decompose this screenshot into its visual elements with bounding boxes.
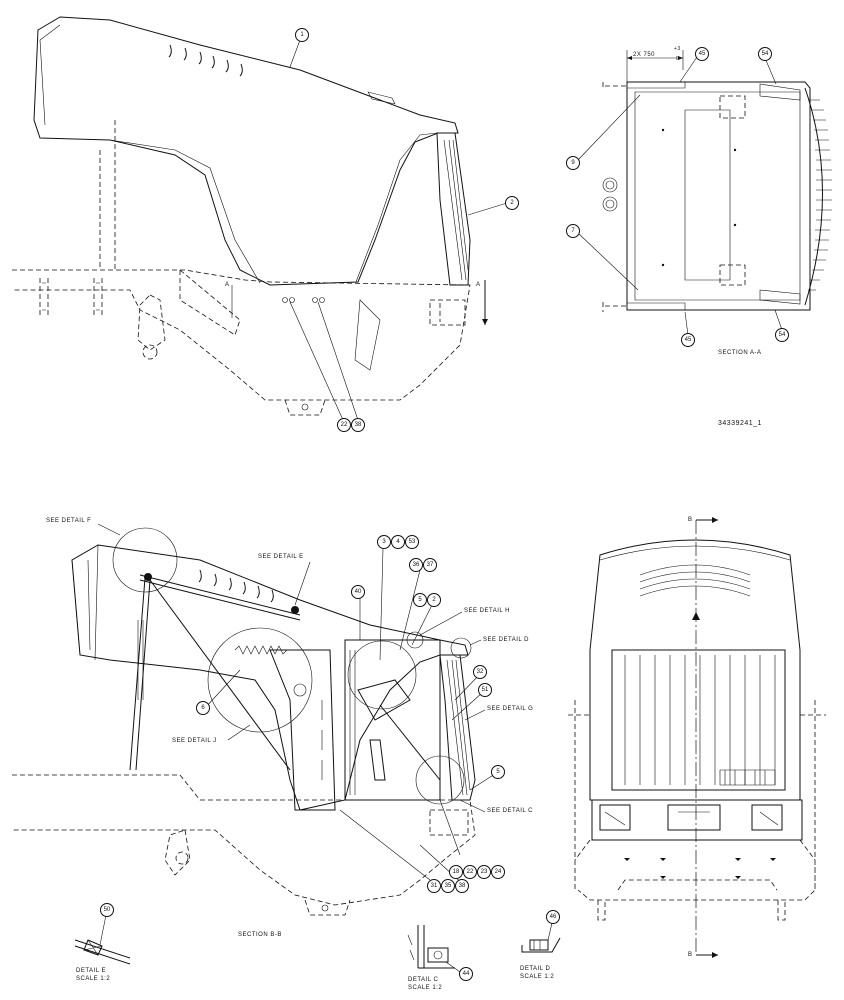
section-aa-title: SECTION A-A — [718, 350, 762, 356]
section-marker-a-left: A — [225, 282, 230, 288]
svg-text:51: 51 — [482, 687, 489, 693]
balloon-6: 6 — [196, 701, 210, 715]
detail-e: 50 DETAIL E SCALE 1:2 — [74, 903, 131, 982]
svg-text:6: 6 — [201, 705, 205, 711]
balloon-37: 37 — [423, 558, 437, 572]
tolerance-upper: +3 — [674, 46, 681, 52]
callout-see-detail-j: SEE DETAIL J — [172, 738, 217, 744]
hood-vents — [168, 44, 243, 77]
svg-text:3: 3 — [382, 539, 386, 545]
detail-c-scale: SCALE 1:2 — [408, 985, 442, 991]
callout-see-detail-h: SEE DETAIL H — [464, 608, 510, 614]
detail-c: 44 DETAIL C SCALE 1:2 — [407, 925, 473, 991]
svg-text:38: 38 — [355, 422, 362, 428]
svg-text:54: 54 — [779, 332, 786, 338]
balloon-4: 4 — [391, 535, 405, 549]
balloon-22: 22 — [337, 418, 351, 432]
section-aa-view: 2X 750 +3 0 45 54 9 7 45 54 SECTION A-A — [566, 46, 832, 356]
balloon-3: 3 — [377, 535, 391, 549]
svg-text:2: 2 — [432, 597, 436, 603]
svg-text:45: 45 — [685, 337, 692, 343]
svg-text:45: 45 — [699, 51, 706, 57]
balloon-1: 1 — [295, 28, 309, 42]
balloon-7: 7 — [566, 224, 580, 238]
balloon-45-bottom: 45 — [681, 333, 695, 347]
balloon-31: 31 — [427, 879, 441, 893]
grille-serrated-edge — [804, 87, 832, 306]
detail-e-scale: SCALE 1:2 — [76, 976, 110, 982]
svg-text:5: 5 — [496, 769, 500, 775]
svg-text:9: 9 — [571, 160, 575, 166]
svg-text:18: 18 — [453, 869, 460, 875]
front-view: B B — [568, 517, 826, 958]
svg-text:22: 22 — [341, 422, 348, 428]
section-marker-b-bottom: B — [688, 952, 693, 958]
balloon-9: 9 — [566, 156, 580, 170]
dimension-2x-750: 2X 750 — [633, 52, 655, 58]
balloon-46: 46 — [546, 910, 560, 924]
balloon-2: 2 — [505, 196, 519, 210]
detail-d: 46 DETAIL D SCALE 1:2 — [520, 910, 561, 980]
balloon-51: 51 — [478, 683, 492, 697]
balloon-54-bottom: 54 — [775, 328, 789, 342]
svg-text:38: 38 — [459, 883, 466, 889]
svg-text:5: 5 — [418, 597, 422, 603]
detail-d-name: DETAIL D — [520, 966, 551, 972]
svg-text:35: 35 — [445, 883, 452, 889]
balloon-54-top: 54 — [758, 47, 772, 61]
svg-text:4: 4 — [396, 539, 400, 545]
section-marker-b-top: B — [688, 517, 693, 523]
balloon-24: 24 — [491, 865, 505, 879]
balloon-5-lower: 5 — [491, 765, 505, 779]
balloon-22-lower: 22 — [463, 865, 477, 879]
balloon-50: 50 — [100, 903, 114, 917]
balloon-38-lower: 38 — [455, 879, 469, 893]
svg-text:2: 2 — [510, 200, 514, 206]
callout-see-detail-c: SEE DETAIL C — [487, 808, 533, 814]
tolerance-lower: 0 — [676, 56, 679, 62]
svg-text:7: 7 — [571, 228, 575, 234]
balloon-35: 35 — [441, 879, 455, 893]
balloon-38: 38 — [351, 418, 365, 432]
balloon-5-upper: 5 — [413, 593, 427, 607]
detail-e-name: DETAIL E — [76, 968, 106, 974]
callout-see-detail-d: SEE DETAIL D — [483, 637, 529, 643]
balloon-53: 53 — [405, 535, 419, 549]
svg-text:53: 53 — [409, 539, 416, 545]
svg-text:50: 50 — [104, 907, 111, 913]
svg-text:23: 23 — [481, 869, 488, 875]
svg-text:31: 31 — [431, 883, 438, 889]
balloon-32: 32 — [473, 665, 487, 679]
balloon-40: 40 — [351, 585, 365, 599]
balloon-2-upper: 2 — [427, 593, 441, 607]
svg-text:32: 32 — [477, 669, 484, 675]
callout-see-detail-g: SEE DETAIL G — [487, 706, 533, 712]
svg-text:24: 24 — [495, 869, 502, 875]
section-marker-a: A — [476, 282, 481, 288]
svg-text:22: 22 — [467, 869, 474, 875]
balloon-44: 44 — [459, 967, 473, 981]
section-bb-view: SEE DETAIL F SEE DETAIL E SEE DETAIL H S… — [12, 518, 533, 938]
svg-text:44: 44 — [463, 971, 470, 977]
balloon-45-top: 45 — [695, 47, 709, 61]
balloon-23: 23 — [477, 865, 491, 879]
hood-side-view: A A 1 2 22 38 — [12, 16, 519, 432]
detail-d-scale: SCALE 1:2 — [520, 974, 554, 980]
balloon-18: 18 — [449, 865, 463, 879]
svg-text:46: 46 — [550, 914, 557, 920]
svg-text:36: 36 — [413, 562, 420, 568]
svg-text:54: 54 — [762, 51, 769, 57]
svg-text:40: 40 — [355, 589, 362, 595]
detail-c-name: DETAIL C — [408, 977, 439, 983]
callout-see-detail-e: SEE DETAIL E — [258, 554, 304, 560]
drawing-id-number: 34339241_1 — [718, 420, 762, 427]
svg-text:37: 37 — [427, 562, 434, 568]
balloon-36: 36 — [409, 558, 423, 572]
callout-see-detail-f: SEE DETAIL F — [46, 518, 91, 524]
section-bb-title: SECTION B-B — [238, 932, 282, 938]
svg-text:1: 1 — [300, 32, 304, 38]
